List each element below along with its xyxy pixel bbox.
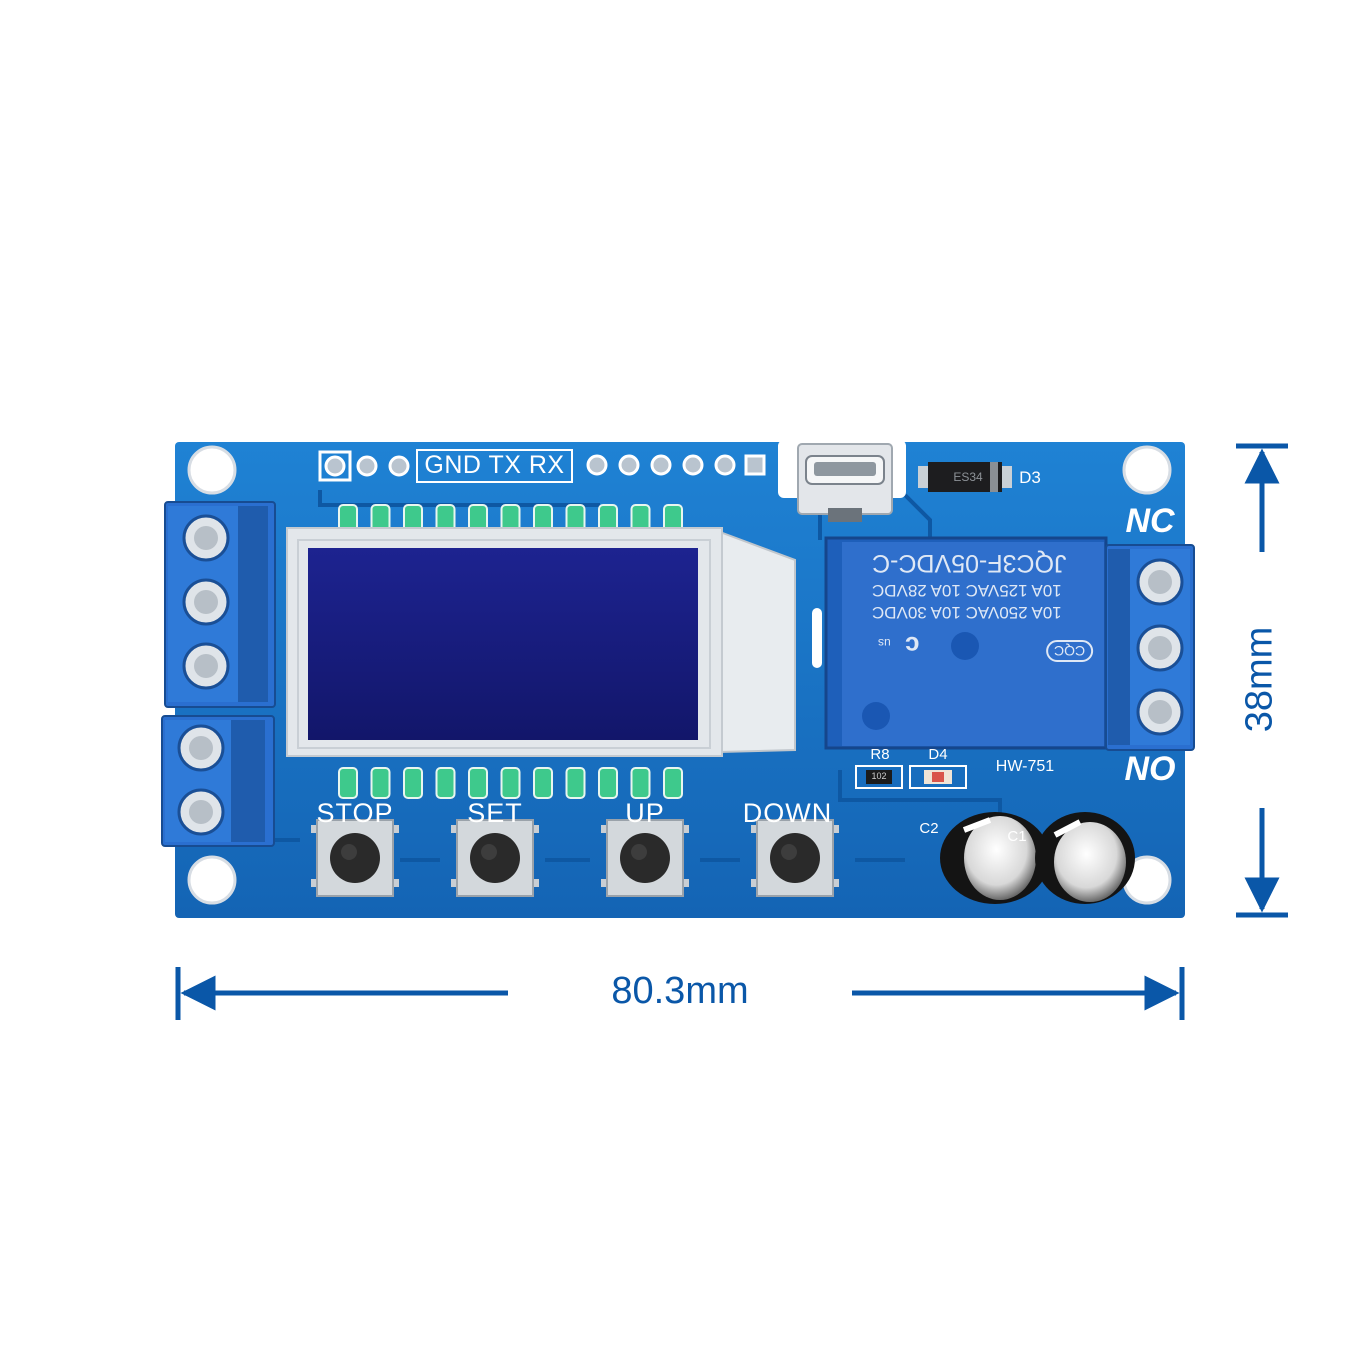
lcd-pin <box>500 767 521 799</box>
nc-label: NC <box>1125 502 1175 540</box>
tactile-button-stop <box>311 819 399 897</box>
lcd-pins-bottom <box>338 767 683 799</box>
diode-d3 <box>918 462 1012 492</box>
capacitor-c1 <box>1035 812 1135 904</box>
stop-label: STOP <box>316 798 394 828</box>
capacitor-c2 <box>940 812 1050 904</box>
lcd-pin <box>630 767 651 799</box>
lcd-pin <box>663 767 683 799</box>
header-label: GND TX RX <box>424 451 565 479</box>
resistor-r8 <box>855 765 903 789</box>
tactile-button-up <box>601 819 689 897</box>
board-id-label: HW-751 <box>995 758 1055 775</box>
tactile-button-set <box>451 819 539 897</box>
relay-ul-mark: c <box>905 631 920 661</box>
tactile-button-down <box>751 819 839 897</box>
lcd-pins-top <box>338 504 683 532</box>
relay-cqc-mark: CQC <box>1046 640 1094 662</box>
width-dimension <box>175 967 1185 1020</box>
r8-label: R8 <box>870 746 890 763</box>
lcd-pin <box>435 767 456 799</box>
lcd-pin <box>598 767 618 799</box>
up-label: UP <box>625 798 665 828</box>
d4-label: D4 <box>928 746 948 763</box>
terminal-block-left-2 <box>161 715 275 847</box>
terminal-block-left-3 <box>164 501 276 708</box>
header-pins-right <box>586 454 766 476</box>
lcd-pin <box>403 767 423 799</box>
relay-model: JQC3F-05VDC-C <box>872 549 1067 577</box>
c2-label: C2 <box>919 820 939 837</box>
relay-rating-2: 10A 125VAC 10A 28VDC <box>872 581 1062 600</box>
r8-body-text: 102 <box>871 771 887 781</box>
lcd-pin <box>370 767 391 799</box>
down-label: DOWN <box>742 798 833 828</box>
lcd-pin <box>565 767 586 799</box>
set-label: SET <box>467 798 523 828</box>
no-label: NO <box>1124 750 1176 788</box>
lcd-pin <box>468 767 488 799</box>
d3-body-text: ES34 <box>953 470 983 484</box>
height-dimension <box>1236 443 1288 918</box>
relay-us-mark: us <box>878 636 891 650</box>
relay <box>812 536 1108 750</box>
lcd-display <box>286 527 796 757</box>
led-d4 <box>909 765 967 789</box>
push-buttons <box>311 819 839 897</box>
micro-usb-port <box>778 440 906 522</box>
lcd-pin <box>533 767 553 799</box>
height-dimension-label: 38mm <box>1238 626 1281 733</box>
c1-label: C1 <box>1007 828 1027 845</box>
d3-label: D3 <box>1019 468 1041 487</box>
terminal-block-right <box>1105 544 1195 751</box>
width-dimension-label: 80.3mm <box>611 970 749 1012</box>
mounting-holes <box>187 445 1172 905</box>
header-pins-left <box>318 449 573 483</box>
relay-rating-1: 10A 250VAC 10A 30VDC <box>872 603 1062 622</box>
lcd-pin <box>338 767 358 799</box>
